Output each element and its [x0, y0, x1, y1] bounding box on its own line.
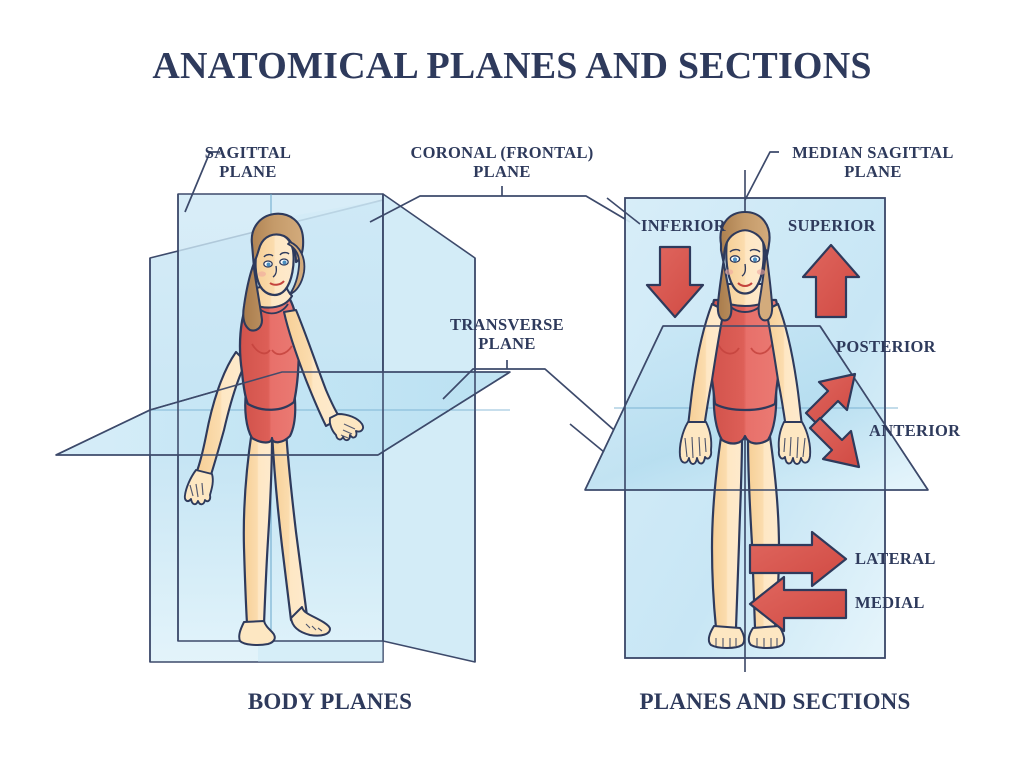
right-plane-front-edges: [584, 197, 929, 659]
page-title: ANATOMICAL PLANES AND SECTIONS: [152, 45, 872, 87]
leader-transverse: [442, 360, 615, 431]
label-superior: SUPERIOR: [788, 216, 876, 235]
female-figure-left: [183, 212, 364, 646]
label-lateral: LATERAL: [855, 549, 936, 568]
label-anterior: ANTERIOR: [869, 421, 961, 440]
left-plane-front-edges: [55, 194, 511, 662]
arrow-lateral: [748, 530, 848, 588]
leader-inferior-tick: [606, 197, 641, 225]
arrow-medial: [748, 575, 848, 633]
label-transverse-plane: TRANSVERSE PLANE: [450, 315, 564, 354]
caption-body-planes: BODY PLANES: [247, 689, 413, 714]
leader-median-sagittal: [744, 151, 779, 201]
leader-transverse-right-tick: [569, 423, 605, 453]
leader-sagittal: [184, 151, 220, 213]
arrow-inferior: [645, 245, 705, 319]
arrow-superior: [801, 243, 861, 319]
caption-planes-and-sections: PLANES AND SECTIONS: [639, 689, 911, 714]
left-panel-group: [55, 151, 631, 663]
right-panel-group: [569, 151, 929, 672]
label-coronal-plane: CORONAL (FRONTAL) PLANE: [410, 143, 594, 182]
label-median-sagittal-plane: MEDIAN SAGITTAL PLANE: [792, 143, 954, 182]
label-posterior: POSTERIOR: [836, 337, 936, 356]
female-figure-right: [678, 210, 812, 649]
arrow-anterior: [808, 416, 861, 469]
leader-coronal: [369, 186, 631, 223]
label-medial: MEDIAL: [855, 593, 925, 612]
label-sagittal-plane: SAGITTAL PLANE: [204, 143, 292, 182]
label-inferior: INFERIOR: [641, 216, 726, 235]
